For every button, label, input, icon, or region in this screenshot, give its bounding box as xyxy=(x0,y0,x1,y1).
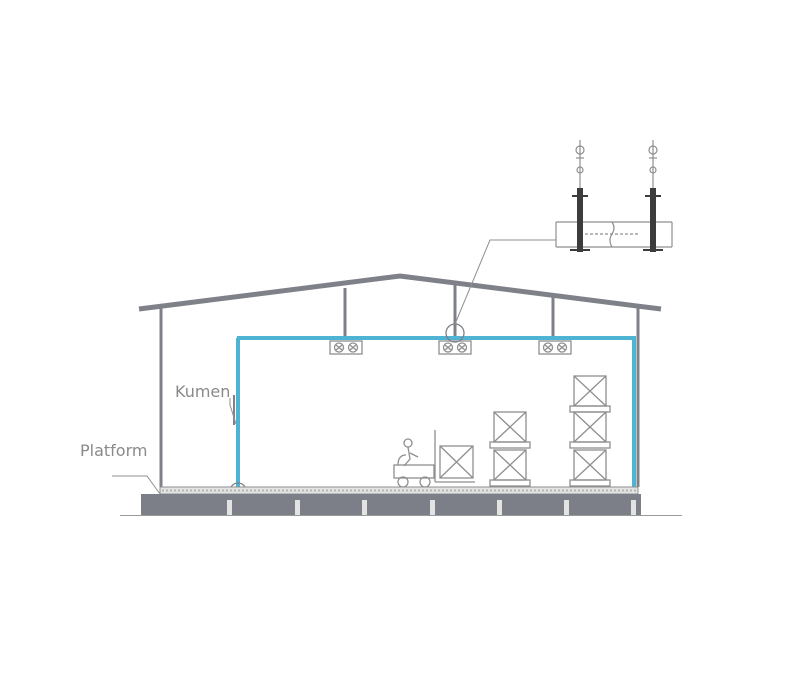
crate-stack-center xyxy=(489,411,531,487)
kumen-leader xyxy=(229,398,237,425)
kumen-label: Kumen xyxy=(175,382,231,401)
hanger-icon xyxy=(570,140,590,252)
roof-truss xyxy=(138,273,662,312)
crate-icon xyxy=(439,445,474,479)
vent-gaps xyxy=(227,500,636,515)
evaporator-icon xyxy=(538,340,572,355)
foundation xyxy=(141,494,641,515)
forklift-icon xyxy=(393,430,475,488)
ceiling-detail-leader xyxy=(454,239,556,325)
hanger-icon xyxy=(643,140,663,252)
platform-leader xyxy=(112,475,161,495)
evaporator-icon xyxy=(438,340,472,355)
platform-label: Platform xyxy=(80,441,148,460)
crate-stack-right xyxy=(569,375,611,487)
evaporator-icon xyxy=(329,340,363,355)
